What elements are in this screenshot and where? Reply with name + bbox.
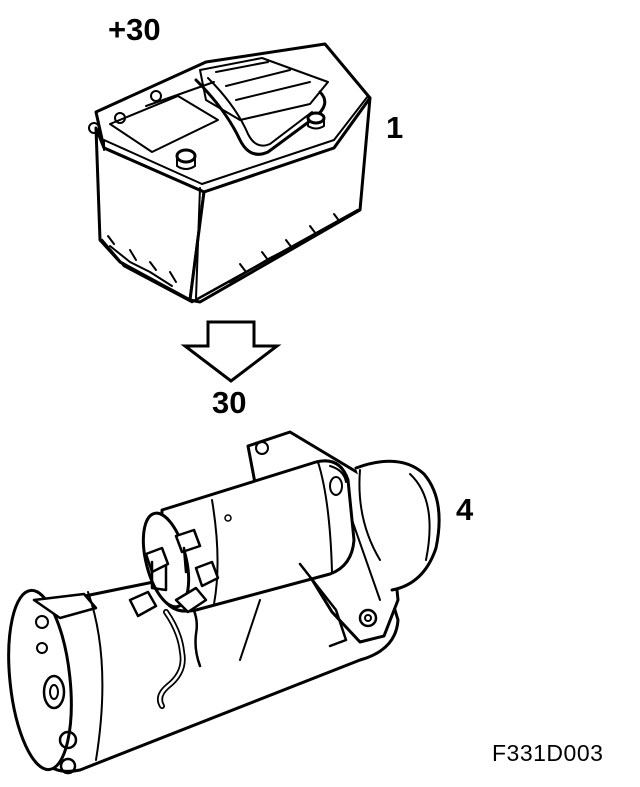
starter-terminal-label: 30 <box>212 385 247 420</box>
figure-id-label: F331D003 <box>492 740 604 766</box>
battery-icon <box>88 42 372 304</box>
battery-callout-number: 1 <box>386 110 404 145</box>
battery-terminal-label: +30 <box>108 12 161 47</box>
starter-motor-icon <box>7 430 441 775</box>
starter-callout-number: 4 <box>456 492 474 527</box>
down-arrow-icon <box>180 320 282 383</box>
